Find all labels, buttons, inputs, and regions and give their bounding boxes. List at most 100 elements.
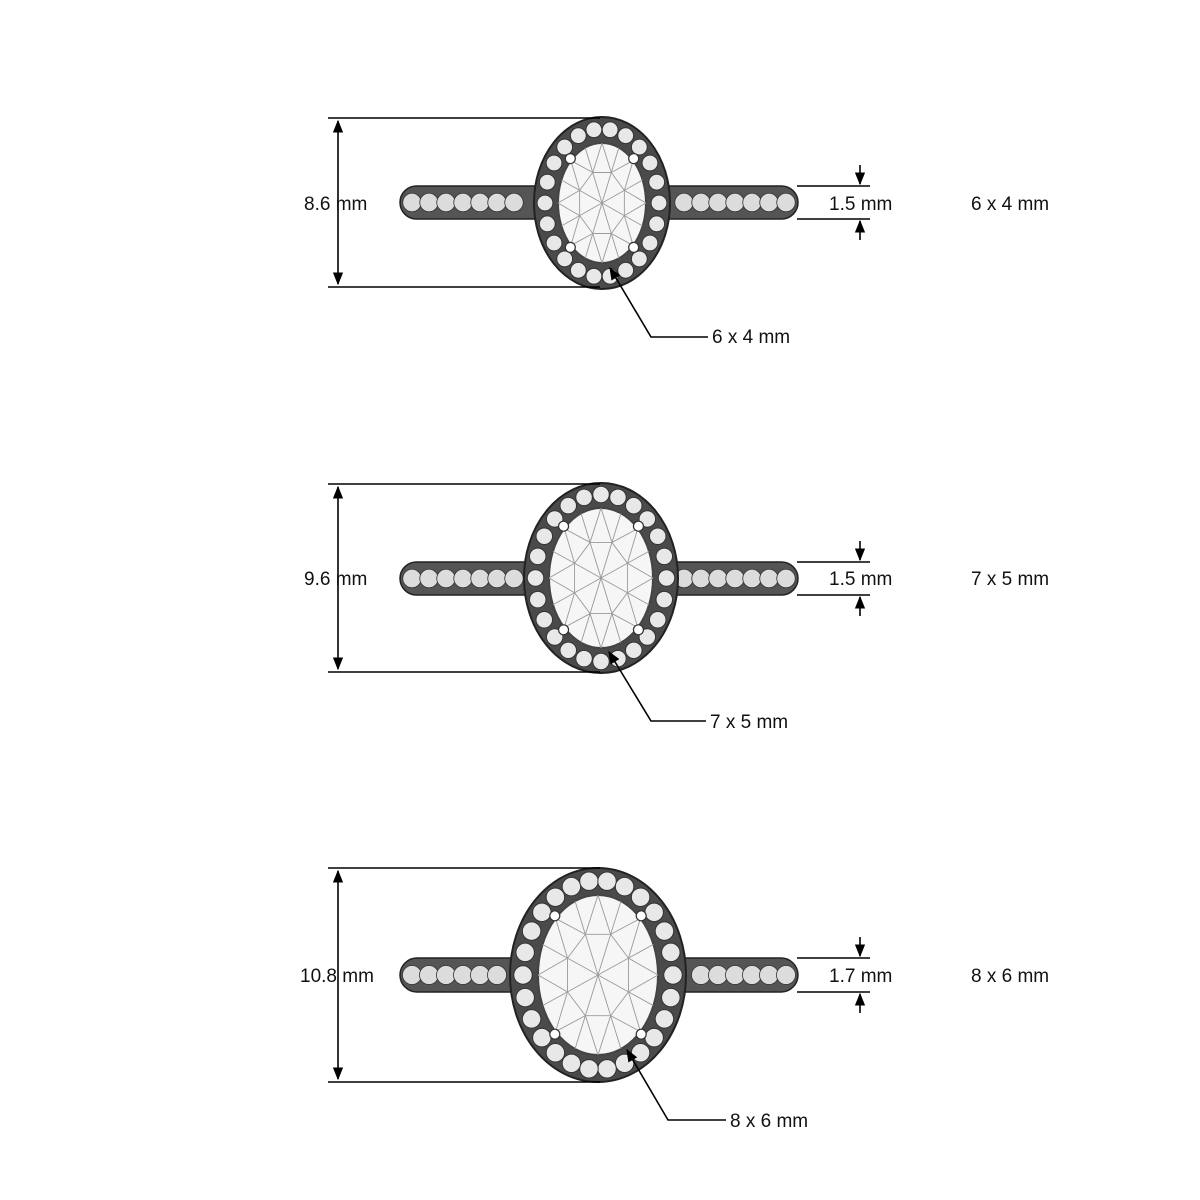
ring-3-height-label: 10.8 mm [300, 966, 374, 987]
halo-stone [515, 942, 535, 963]
halo-stone [579, 871, 599, 891]
halo-stone [569, 127, 587, 145]
facet-line [624, 189, 647, 204]
facet-line [564, 528, 591, 543]
prong [564, 153, 576, 165]
band-stone [708, 192, 728, 213]
facet-line [548, 577, 575, 594]
facet-line [600, 577, 613, 614]
ring-3-stone-size-label: 8 x 6 mm [971, 966, 1049, 987]
facet-line [597, 1015, 612, 1056]
prong [632, 520, 645, 532]
facet-line [610, 233, 620, 259]
halo-stone [585, 121, 603, 139]
band-stone [759, 568, 779, 589]
halo-stone [648, 611, 667, 629]
facet-line [555, 918, 586, 935]
facet-line [600, 542, 613, 579]
band-stone [402, 568, 422, 589]
facet-line [626, 592, 639, 628]
prong [549, 1028, 561, 1040]
facet-line [584, 934, 599, 976]
halo-stone [648, 527, 667, 545]
facet-line [627, 592, 650, 606]
halo-stones [513, 871, 683, 1079]
facet-line [610, 934, 629, 959]
facet-line [584, 974, 599, 1016]
facet-line [624, 202, 647, 217]
prong [628, 153, 640, 165]
band-stone [487, 192, 507, 213]
facet-line [542, 991, 568, 1007]
halo-stone [638, 628, 657, 646]
facet-line [600, 613, 613, 649]
facet-line [552, 592, 575, 606]
prong [557, 520, 570, 532]
facet-line [601, 189, 625, 204]
prong [628, 241, 640, 253]
halo-stone [535, 611, 554, 629]
ring-3-stone-callout: 8 x 6 mm [730, 1111, 808, 1132]
facet-line [570, 215, 581, 246]
facet-line [574, 592, 591, 614]
halo-stone [630, 250, 648, 268]
halo-stone [597, 1059, 617, 1079]
band-stone [470, 568, 490, 589]
stone-facets [537, 894, 659, 1056]
halo-stone [526, 569, 545, 587]
facet-line [584, 1015, 599, 1056]
ring-1-stone-leader [609, 266, 708, 338]
facet-line [610, 900, 622, 935]
band-stone [759, 965, 779, 985]
halo-stone [625, 641, 643, 660]
halo-stone [528, 590, 547, 609]
halo-stone [655, 590, 674, 609]
band-stone [402, 192, 422, 213]
prongs [557, 520, 645, 636]
facet-line [570, 233, 593, 246]
halo-stone [561, 1053, 582, 1074]
facet-line [623, 215, 634, 246]
halo-stone [575, 488, 593, 507]
halo-stone [661, 987, 681, 1008]
band-stone [725, 965, 745, 985]
facet-line [601, 233, 612, 264]
halo-stone [644, 902, 664, 923]
halo-stone [630, 887, 651, 907]
halo-stone [601, 121, 619, 139]
prong [564, 241, 576, 253]
ring-1-stone-size-label: 6 x 4 mm [971, 194, 1049, 215]
prong [635, 910, 647, 922]
halo-stone [545, 154, 563, 172]
facet-line [579, 202, 603, 217]
halo-stone [561, 876, 582, 897]
halo-stone [644, 1027, 664, 1048]
facet-line [557, 202, 580, 217]
facet-line [567, 934, 586, 959]
facet-line [601, 172, 612, 204]
facet-line [561, 179, 580, 191]
halo-stones [526, 485, 676, 671]
halo-stone [655, 547, 674, 566]
ring-2-height-label: 9.6 mm [304, 569, 367, 590]
ring-1-band-width-label: 1.5 mm [829, 194, 892, 215]
ring-2-stone-size-label: 7 x 5 mm [971, 569, 1049, 590]
halo-stone [536, 194, 554, 212]
band-stone [776, 965, 796, 985]
ring-3-band-width-label: 1.7 mm [829, 966, 892, 987]
facet-line [537, 974, 568, 993]
facet-line [610, 1015, 641, 1032]
band-stone [674, 192, 694, 213]
facet-line [601, 142, 612, 173]
ring-1: 8.6 mm 1.5 mm 6 x 4 mm 6 x 4 mm [304, 116, 1049, 348]
ring-1-stone-callout: 6 x 4 mm [712, 327, 790, 348]
facet-line [555, 991, 568, 1032]
halo-stone [585, 267, 603, 285]
halo-stone [625, 496, 643, 515]
facet-line [563, 528, 576, 564]
facet-line [567, 991, 586, 1016]
facet-line [579, 215, 594, 234]
band-stone [776, 568, 796, 589]
facet-line [592, 202, 603, 234]
halo-stone [521, 921, 542, 941]
